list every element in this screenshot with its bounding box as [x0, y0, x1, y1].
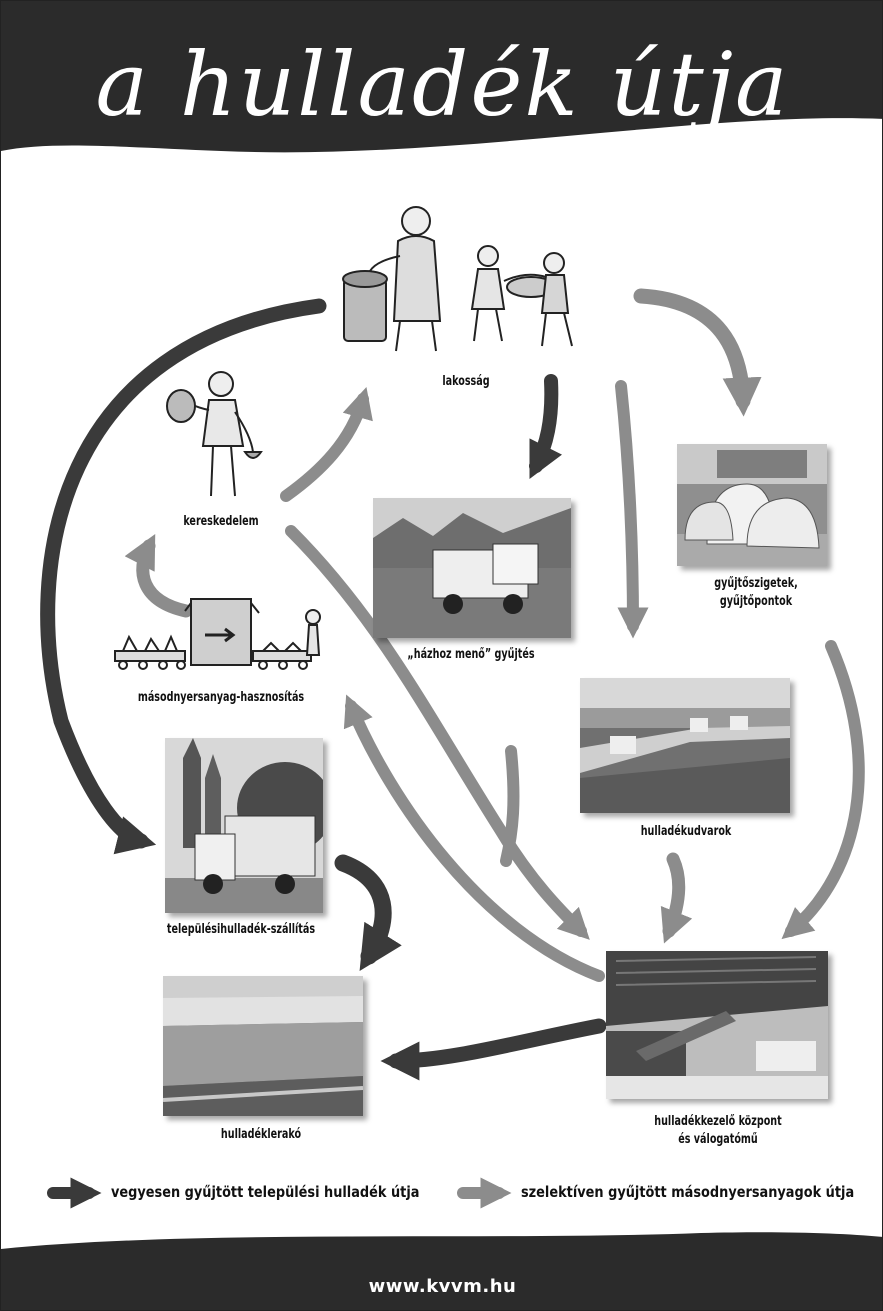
arrow-szallitas-lerako — [334, 854, 402, 971]
arrow-keresk-kozpont — [285, 525, 590, 940]
label-lerako: hulladéklerakó — [220, 1127, 302, 1142]
label-kozpont-line1: hulladékkezelő központ — [654, 1114, 782, 1129]
arrow-kozpont-lerako — [380, 1018, 607, 1081]
photo-waste-yard — [580, 678, 790, 813]
label-gyujtoszigetek-line2: gyűjtőpontok — [719, 593, 793, 609]
arrow-gyujto-kozpont — [781, 640, 865, 940]
label-hulladekudvarok: hulladékudvarok — [640, 824, 732, 839]
label-gyujtoszigetek-line1: gyűjtőszigetek, — [714, 576, 798, 591]
arrow-keresk-lakossag — [280, 387, 373, 502]
label-gyujtoszigetek: gyűjtőszigetek, gyűjtőpontok — [695, 575, 818, 610]
arrow-lakossag-szallitas — [40, 298, 327, 855]
label-kozpont-line2: és válogatómű — [678, 1131, 758, 1147]
label-lakossag: lakosság — [442, 374, 490, 389]
photo-refuse-truck — [165, 738, 323, 913]
arrow-lakossag-gyujto — [633, 288, 762, 417]
page-title: a hulladék útja — [95, 33, 790, 136]
arrow-hazhoz-merge — [500, 745, 520, 867]
arrow-udvar-kozpont — [660, 852, 693, 944]
label-kozpont: hulladékkezelő központ és válogatómű — [632, 1113, 804, 1148]
footer-band — [1, 1232, 882, 1310]
label-szallitas: településihulladék-szállítás — [166, 922, 316, 937]
arrow-masod-keresk — [124, 534, 193, 618]
legend-selective-label: szelektíven gyűjtött másodnyersanyagok ú… — [521, 1183, 855, 1201]
recycling-machine-sketch — [114, 598, 321, 670]
arrow-lakossag-hazhoz — [529, 374, 563, 480]
label-hazhoz: „házhoz menő” gyűjtés — [407, 647, 535, 662]
arrow-kozpont-masod — [343, 694, 605, 982]
shopper-sketch — [166, 371, 263, 497]
photo-landfill — [163, 976, 363, 1116]
arrow-lakossag-udvar — [615, 380, 649, 639]
photo-sorting-plant — [606, 951, 828, 1099]
legend-mixed-label: vegyesen gyűjtött települési hulladék út… — [111, 1183, 420, 1201]
header-band — [1, 1, 882, 153]
photo-garbage-truck-street — [373, 498, 571, 638]
footer-url[interactable]: www.kvvm.hu — [368, 1276, 517, 1297]
people-sketch — [342, 206, 573, 352]
label-kereskedelem: kereskedelem — [183, 514, 259, 529]
photo-collection-containers — [677, 444, 827, 566]
label-masodnyersanyag: másodnyersanyag-hasznosítás — [137, 690, 305, 705]
